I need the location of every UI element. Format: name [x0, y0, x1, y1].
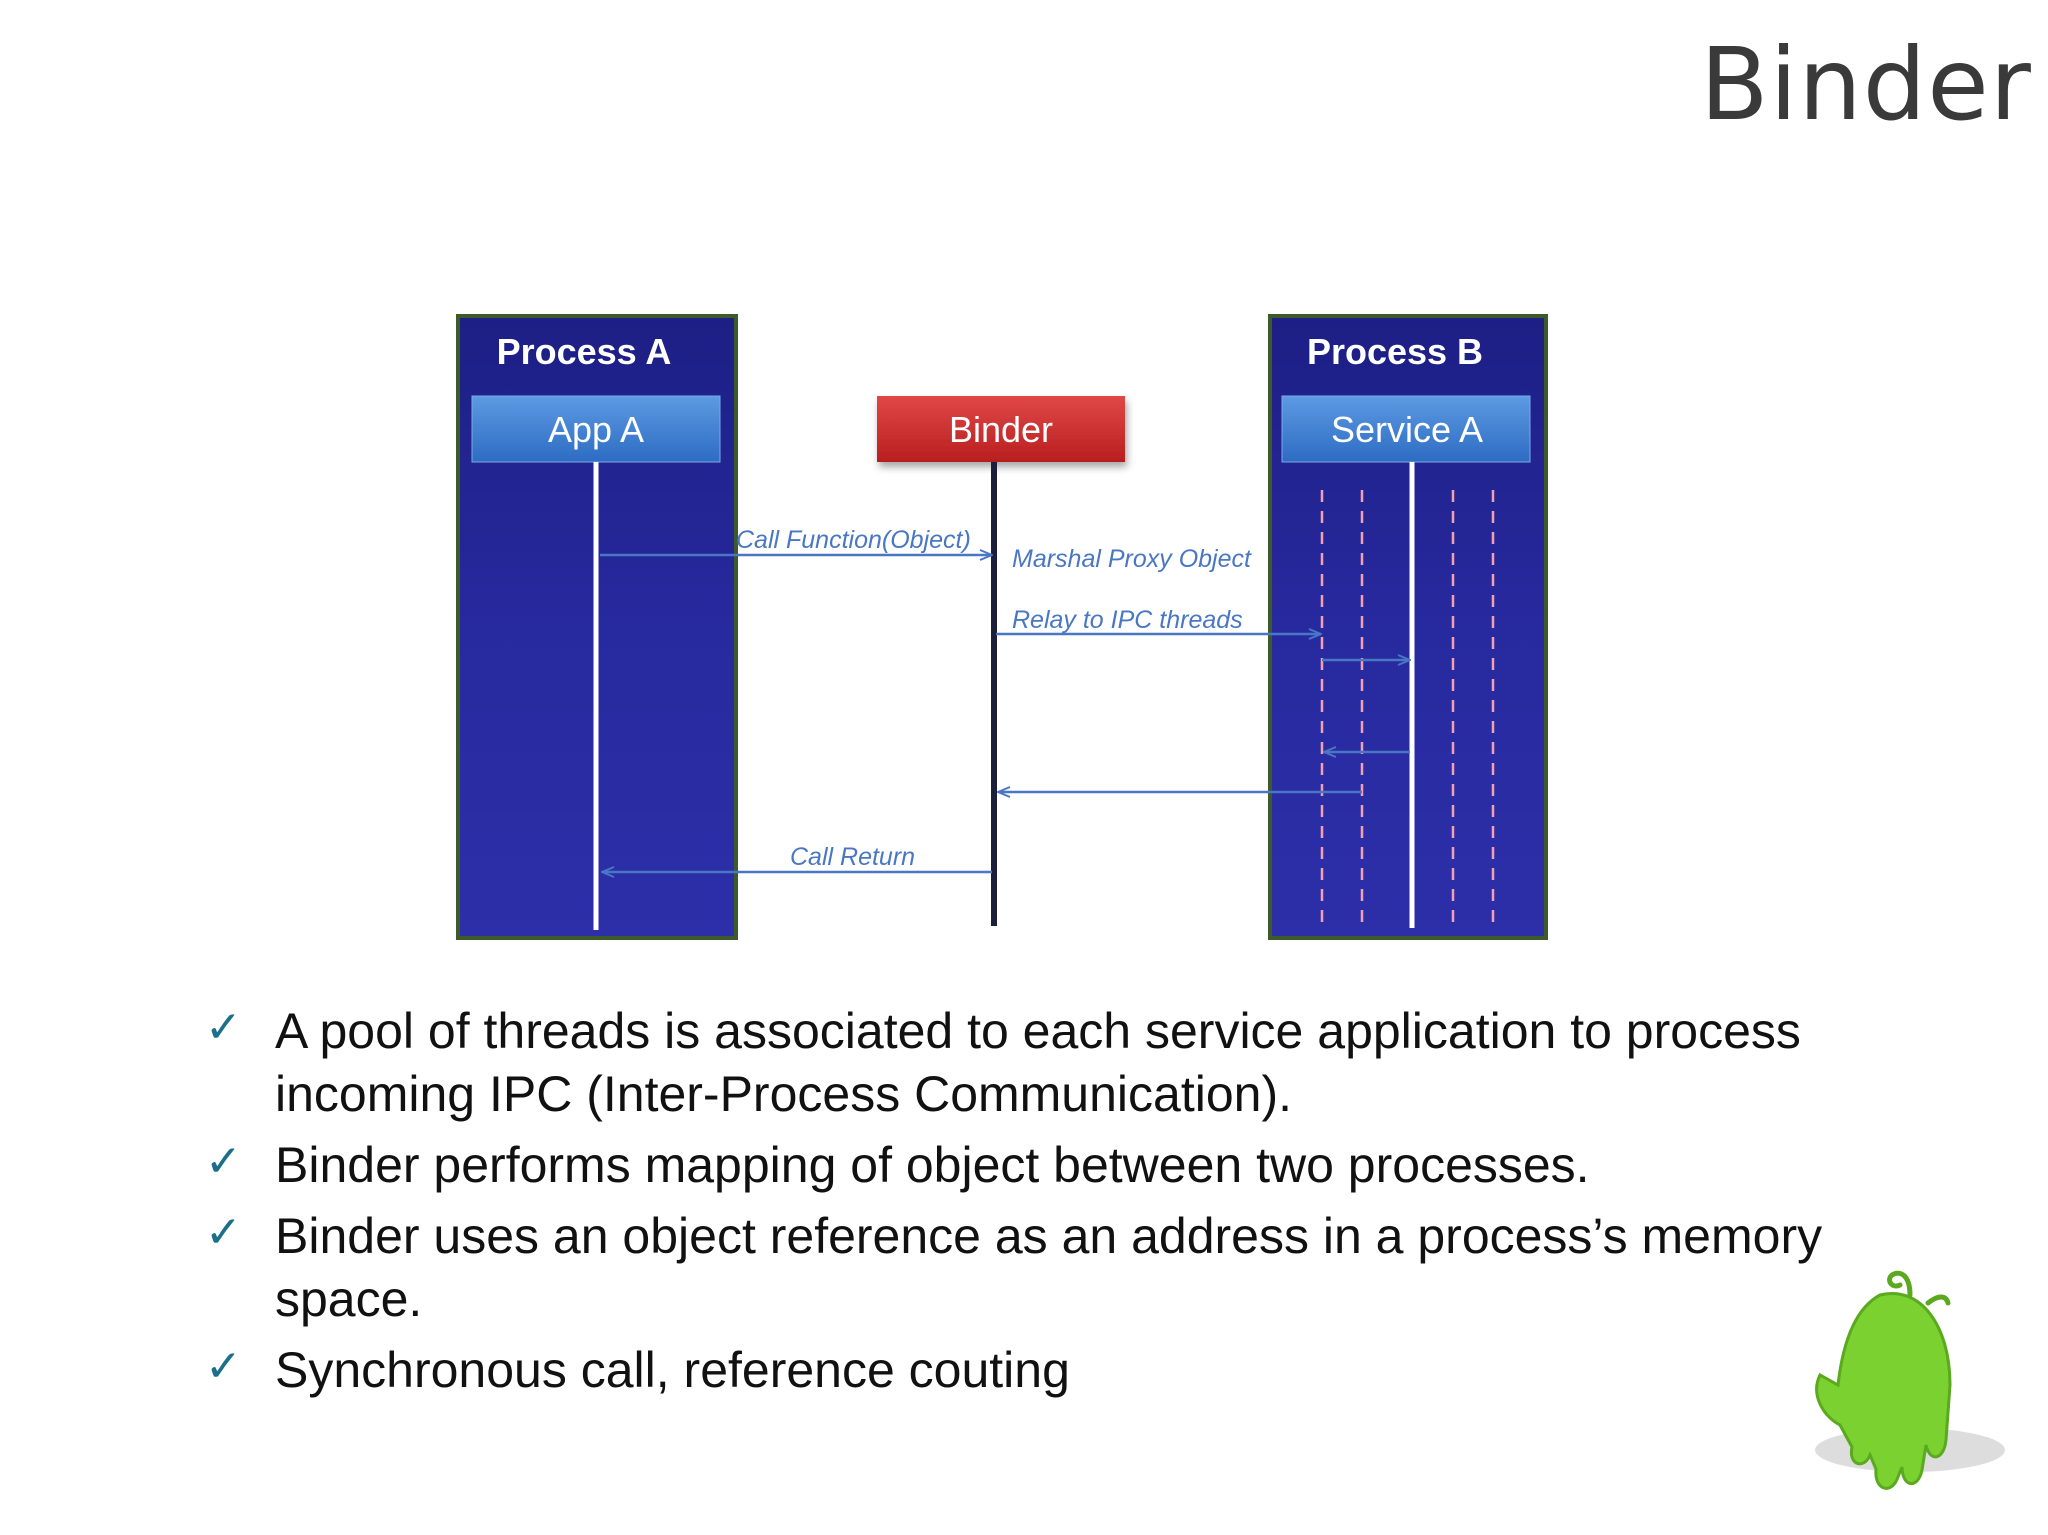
bullet-text: A pool of threads is associated to each … — [275, 1003, 1801, 1122]
binder-sequence-diagram: Process A App A Binder Process B Service… — [456, 314, 1548, 940]
bullet-list: ✓ A pool of threads is associated to eac… — [200, 1000, 1920, 1410]
service-a-component — [1281, 395, 1531, 463]
relay-label: Relay to IPC threads — [1012, 606, 1243, 634]
app-a-component — [471, 395, 721, 463]
process-b-title: Process B — [1307, 331, 1483, 372]
call-return-label: Call Return — [790, 843, 915, 871]
checkmark-icon: ✓ — [205, 1341, 242, 1392]
checkmark-icon: ✓ — [205, 1136, 242, 1187]
bullet-item: ✓ Binder performs mapping of object betw… — [200, 1134, 1920, 1197]
bullet-text: Binder performs mapping of object betwee… — [275, 1137, 1590, 1193]
bullet-text: Synchronous call, reference couting — [275, 1342, 1070, 1398]
android-mascot-icon — [1815, 1270, 2005, 1490]
app-a-label: App A — [548, 409, 644, 450]
process-a-title: Process A — [497, 331, 672, 372]
process-a-box: Process A App A — [456, 314, 738, 940]
bullet-item: ✓ Binder uses an object reference as an … — [200, 1205, 1920, 1331]
checkmark-icon: ✓ — [205, 1002, 242, 1053]
process-b-box: Process B Service A — [1268, 314, 1548, 940]
checkmark-icon: ✓ — [205, 1207, 242, 1258]
binder-label: Binder — [949, 409, 1053, 450]
slide-title: Binder — [1700, 26, 2032, 143]
marshal-label: Marshal Proxy Object — [1012, 545, 1252, 573]
bullet-item: ✓ A pool of threads is associated to eac… — [200, 1000, 1920, 1126]
binder-node: Binder — [877, 396, 1125, 926]
call-function-label: Call Function(Object) — [736, 526, 971, 554]
bullet-item: ✓ Synchronous call, reference couting — [200, 1339, 1920, 1402]
bullet-text: Binder uses an object reference as an ad… — [275, 1208, 1823, 1327]
service-a-label: Service A — [1331, 409, 1483, 450]
